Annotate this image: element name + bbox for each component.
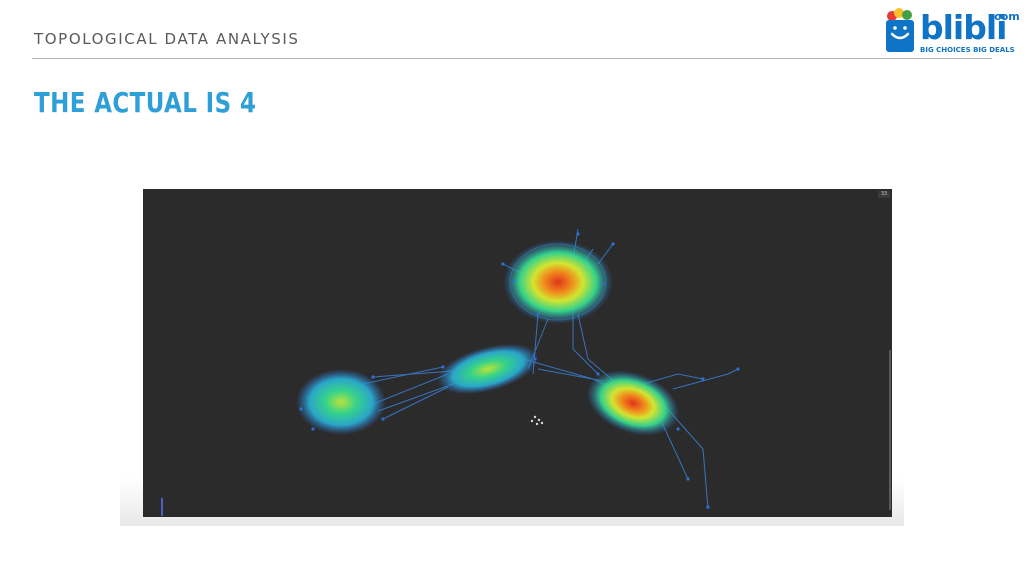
header-divider bbox=[32, 58, 992, 59]
logo-tagline: BIG CHOICES BIG DEALS bbox=[920, 46, 1015, 54]
network-graph bbox=[296, 228, 740, 510]
cluster-left bbox=[296, 369, 386, 435]
cluster-top bbox=[503, 240, 613, 324]
graph-nodes bbox=[299, 232, 740, 509]
corner-badge: 33 bbox=[878, 191, 890, 198]
section-title: TOPOLOGICAL DATA ANALYSIS bbox=[34, 30, 300, 48]
screenshot-right-border bbox=[889, 350, 891, 510]
slide-title: THE ACTUAL IS 4 bbox=[34, 86, 257, 119]
network-graph-screenshot: 33 bbox=[143, 189, 892, 517]
blibli-logo: blibli .com BIG CHOICES BIG DEALS bbox=[884, 8, 1020, 58]
cluster-middle bbox=[437, 343, 539, 395]
shopping-bag-icon bbox=[886, 8, 914, 52]
logo-wordmark: blibli bbox=[920, 8, 1007, 47]
isolated-points bbox=[530, 415, 544, 426]
cluster-right bbox=[586, 370, 680, 436]
screenshot-left-marker bbox=[161, 498, 163, 516]
logo-domain-suffix: .com bbox=[990, 10, 1020, 23]
